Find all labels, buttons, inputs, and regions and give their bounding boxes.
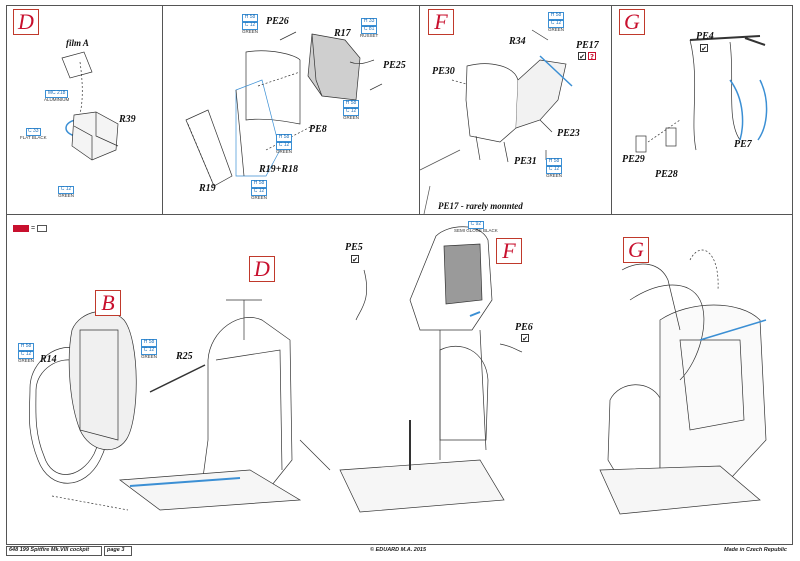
part-r25: R25: [176, 351, 193, 362]
paint-code: C 12: [141, 347, 157, 355]
paint-code: H 33: [361, 18, 377, 26]
paint-name: GREEN: [548, 27, 565, 33]
check-mark-icon: ✔: [578, 52, 586, 61]
color-callout: H 58 C 12 GREEN: [242, 14, 258, 35]
step-letter-d-lower: D: [249, 256, 275, 282]
step-letter-d: D: [13, 9, 39, 35]
paint-code: H 58: [141, 339, 157, 347]
paint-name: GREEN: [141, 354, 158, 360]
paint-name: SEMI GLOSS BLACK: [454, 228, 498, 234]
paint-code: C 81: [361, 26, 377, 34]
paint-code: MC 218: [45, 90, 68, 98]
color-callout: C 12 GREEN: [58, 186, 74, 199]
paint-code: C 92: [468, 221, 484, 229]
part-pe8: PE8: [309, 124, 327, 135]
legend: =: [13, 225, 48, 232]
paint-code: C 12: [548, 20, 564, 28]
part-r19-r18: R19+R18: [259, 164, 299, 175]
check-mark-icon: ✔: [700, 44, 708, 53]
paint-name: GREEN: [242, 29, 259, 35]
paint-code: H 58: [18, 343, 34, 351]
panel-f-top: [420, 5, 612, 214]
paint-code: C 12: [343, 108, 359, 116]
paint-code: H 58: [242, 14, 258, 22]
paint-name: RUSSET: [360, 33, 379, 39]
question-mark-icon: ?: [588, 52, 596, 61]
color-callout: H 58 C 12 GREEN: [18, 343, 34, 364]
color-callout: H 58 C 12 GREEN: [548, 12, 564, 33]
footer-copyright: © EDUARD M.A. 2015: [370, 547, 427, 553]
paint-name: GREEN: [546, 173, 563, 179]
paint-name: FLAT BLACK: [20, 135, 47, 141]
paint-name: ALUMINIUM: [44, 97, 70, 103]
film-label: film A: [66, 38, 89, 48]
sheet-frame: [6, 5, 793, 545]
part-r19: R19: [199, 183, 216, 194]
color-callout: H 58 C 12 GREEN: [141, 339, 157, 360]
paint-code: C 12: [546, 166, 562, 174]
step-letter-f: F: [428, 9, 454, 35]
part-pe31: PE31: [514, 156, 537, 167]
check-mark-icon: ✔: [351, 255, 359, 264]
step-letter-f-lower: F: [496, 238, 522, 264]
legend-equals: =: [31, 225, 36, 232]
step-letter-b: B: [95, 290, 121, 316]
red-swatch: [13, 225, 29, 232]
color-callout: H 33 C 81 RUSSET: [360, 18, 378, 39]
pe17-marks: ✔ ?: [578, 52, 596, 61]
paint-name: GREEN: [251, 195, 268, 201]
footer-origin: Made in Czech Republic: [724, 547, 787, 553]
step-letter-g-lower: G: [623, 237, 649, 263]
paint-code: C 33: [25, 128, 42, 136]
paint-code: C 12: [276, 142, 292, 150]
color-callout: H 58 C 12 GREEN: [251, 180, 267, 201]
paint-code: C 12: [242, 22, 258, 30]
footer-page-box: [104, 546, 132, 556]
section-divider: [6, 214, 793, 215]
footer-product-box: [6, 546, 102, 556]
part-pe5: PE5: [345, 242, 363, 253]
check-mark-icon: ✔: [521, 334, 529, 343]
color-callout: MC 218 ALUMINIUM: [44, 90, 69, 103]
part-r34: R34: [509, 36, 526, 47]
part-pe30: PE30: [432, 66, 455, 77]
paint-code: C 12: [58, 186, 74, 194]
panel-d-top: [6, 5, 163, 214]
paint-code: C 12: [18, 351, 34, 359]
color-callout: H 58 C 12 GREEN: [276, 134, 292, 155]
part-pe6: PE6: [515, 322, 533, 333]
paint-code: H 58: [276, 134, 292, 142]
paint-name: GREEN: [343, 115, 360, 121]
panel-e-top: [163, 5, 420, 214]
part-pe29: PE29: [622, 154, 645, 165]
footer-page: page 3: [107, 547, 125, 553]
part-pe23: PE23: [557, 128, 580, 139]
paint-code: H 58: [343, 100, 359, 108]
paint-name: GREEN: [276, 149, 293, 155]
paint-code: C 12: [251, 188, 267, 196]
color-callout: C 33 FLAT BLACK: [20, 128, 47, 141]
pe17-note: PE17 - rarely monnted: [438, 201, 523, 211]
part-pe26: PE26: [266, 16, 289, 27]
part-r39: R39: [119, 114, 136, 125]
paint-name: GREEN: [58, 193, 75, 199]
paint-code: H 58: [546, 158, 562, 166]
step-letter-g: G: [619, 9, 645, 35]
color-callout: H 58 C 12 GREEN: [546, 158, 562, 179]
part-r14: R14: [40, 354, 57, 365]
footer-product: 648 199 Spitfire Mk.VIII cockpit: [9, 547, 90, 553]
paint-code: H 58: [548, 12, 564, 20]
color-callout: C 92 SEMI GLOSS BLACK: [454, 221, 498, 234]
part-pe28: PE28: [655, 169, 678, 180]
part-r17: R17: [334, 28, 351, 39]
blank-box-icon: [37, 225, 48, 232]
part-pe17: PE17: [576, 40, 599, 51]
paint-name: GREEN: [18, 358, 35, 364]
color-callout: H 58 C 12 GREEN: [343, 100, 359, 121]
part-pe7: PE7: [734, 139, 752, 150]
part-pe4: PE4: [696, 31, 714, 42]
paint-code: H 58: [251, 180, 267, 188]
part-pe25: PE25: [383, 60, 406, 71]
